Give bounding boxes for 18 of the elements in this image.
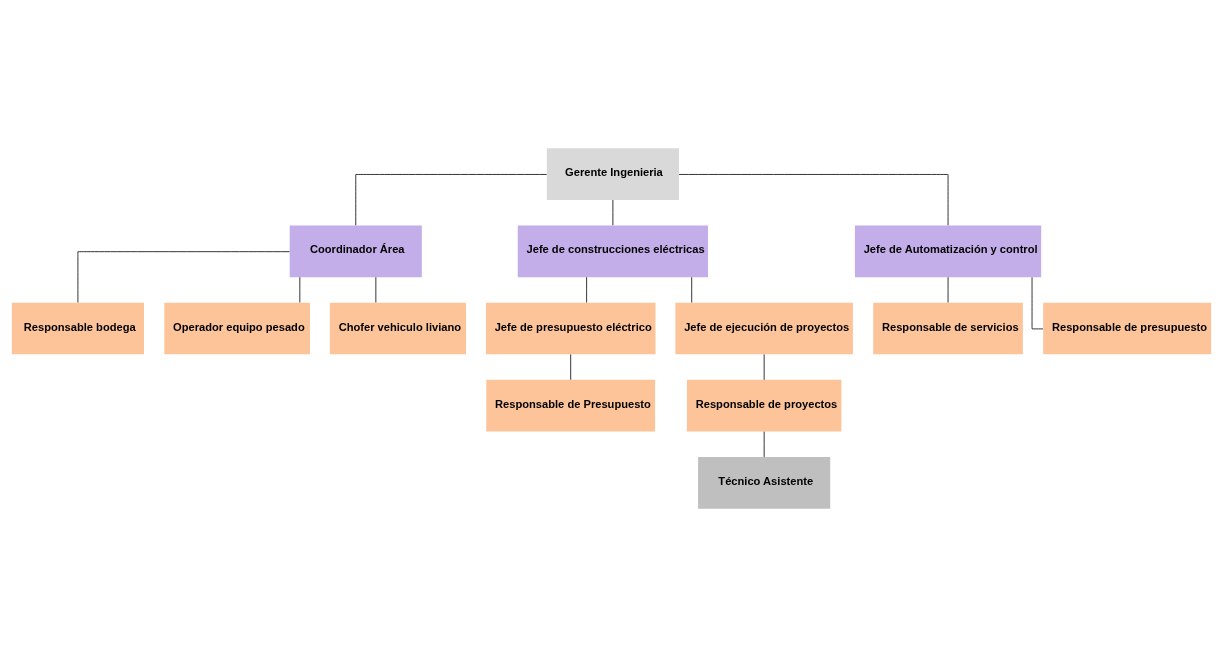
connector — [586, 276, 587, 303]
node-box: Jefe de construcciones eléctricas — [517, 224, 709, 277]
node-box: Chofer vehiculo liviano — [329, 302, 466, 354]
connector — [355, 173, 548, 226]
node-box: Gerente Ingenieria — [546, 147, 679, 200]
node-box: Responsable de presupuesto — [1043, 302, 1212, 354]
connector — [678, 173, 949, 226]
node-box: Operador equipo pesado — [164, 302, 310, 354]
node-box: Coordinador Área — [289, 224, 422, 277]
node-box: Jefe de Automatización y control — [854, 224, 1042, 277]
node-box: Jefe de ejecución de proyectos — [675, 302, 853, 354]
node-box: Responsable de proyectos — [686, 379, 842, 432]
node-box: Técnico Asistente — [698, 456, 831, 509]
connector — [77, 250, 290, 303]
node-box: Jefe de presupuesto eléctrico — [485, 302, 656, 354]
node-box: Responsable de Presupuesto — [486, 379, 656, 432]
node-box: Responsable bodega — [11, 302, 144, 354]
node-box: Responsable de servicios — [873, 302, 1023, 354]
